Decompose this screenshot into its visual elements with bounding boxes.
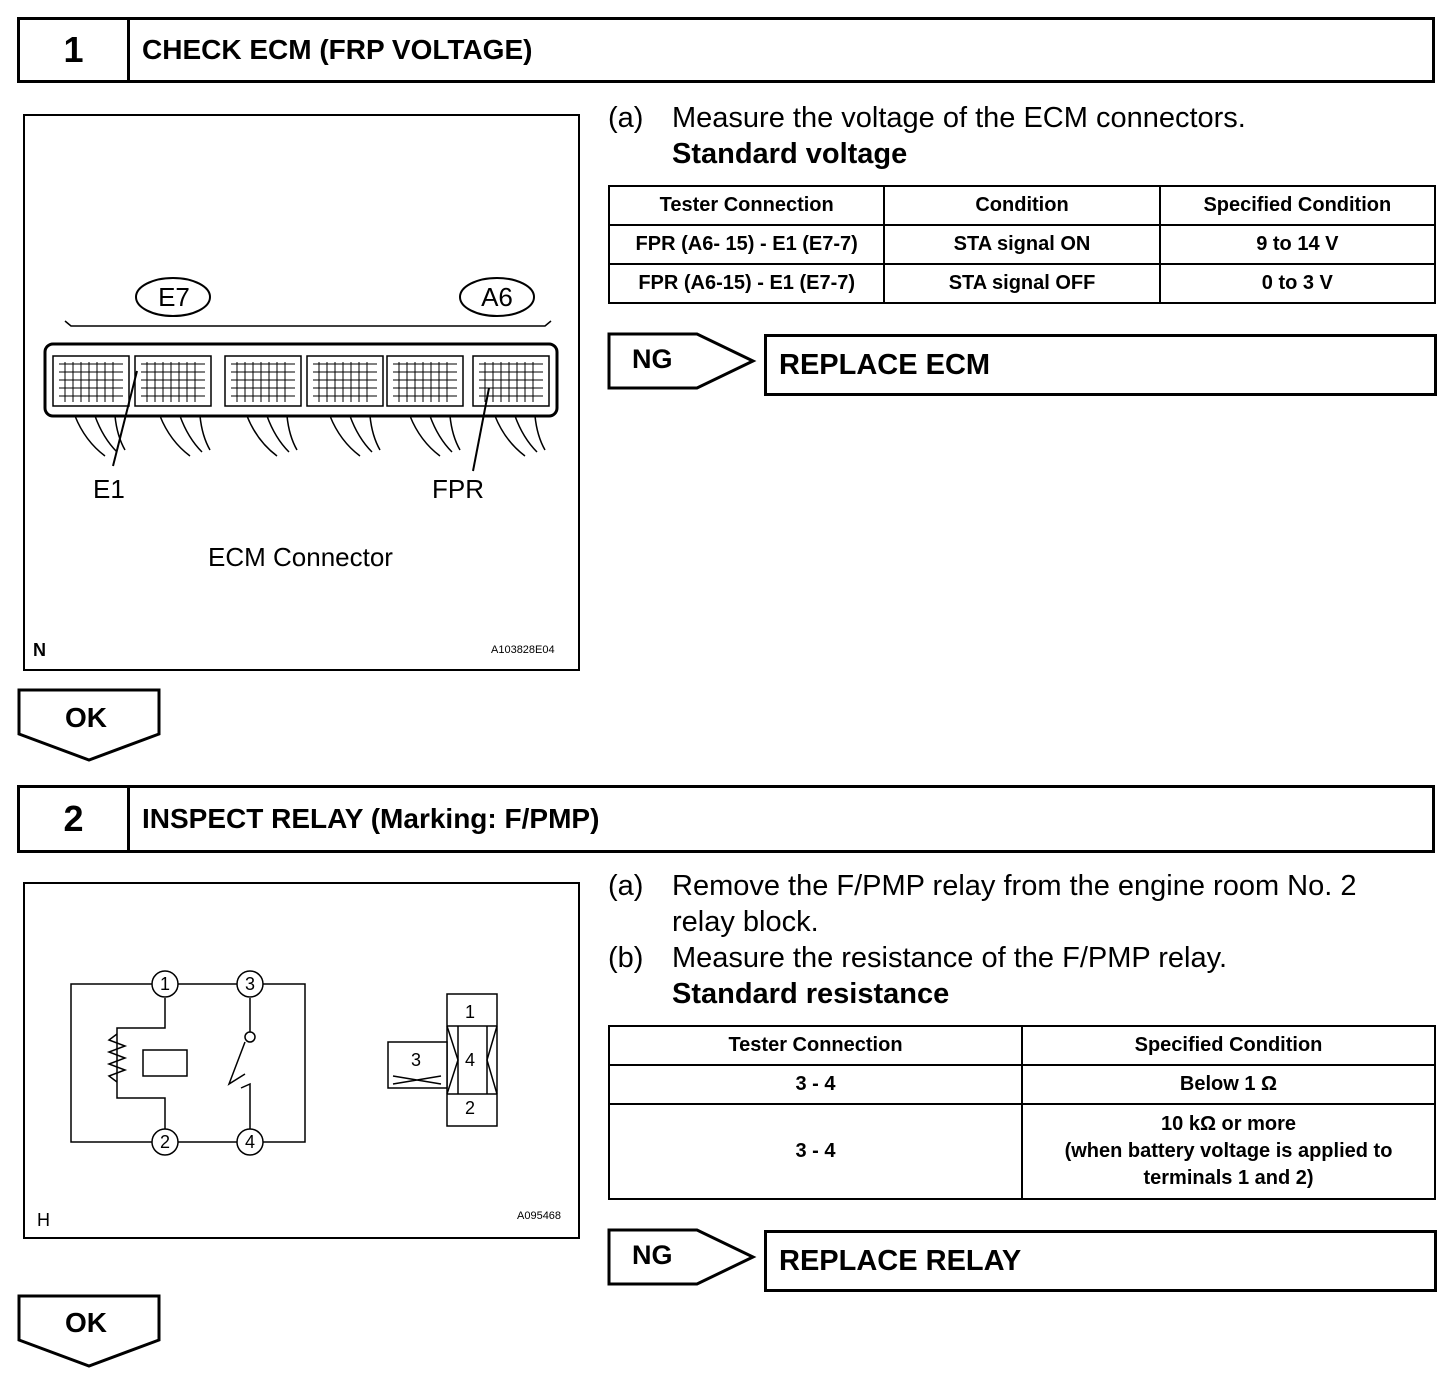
ok-arrow-icon: [17, 1294, 161, 1368]
figure-code: A095468: [517, 1210, 562, 1222]
figure-corner-mark: H: [37, 1210, 50, 1230]
voltage-spec-table: Tester Connection Condition Specified Co…: [607, 185, 1437, 304]
connector-label-a6: A6: [481, 282, 513, 312]
pin-1-label: 1: [465, 1002, 476, 1022]
step-title: INSPECT RELAY (Marking: F/PMP): [142, 803, 600, 834]
table-cell: 9 to 14 V: [1158, 224, 1437, 265]
table-header-row: Tester Connection Specified Condition: [607, 1025, 1436, 1066]
replace-ecm-box: REPLACE ECM: [764, 334, 1437, 396]
instruction-b-text: Measure the resistance of the F/PMP rela…: [672, 942, 1228, 974]
table-cell: 10 kΩ or more (when battery voltage is a…: [1021, 1103, 1436, 1200]
terminal-1-label: 1: [159, 974, 170, 994]
figure-corner-mark: N: [33, 640, 46, 660]
pin-3-label: 3: [411, 1050, 422, 1070]
table-cell: Below 1 Ω: [1021, 1064, 1436, 1105]
connector-label-e7: E7: [158, 282, 190, 312]
figure-code: A103828E04: [491, 644, 555, 656]
ng-arrow-icon: [607, 1228, 757, 1286]
ecm-connector-diagram: [43, 277, 559, 472]
pin-label-e1: E1: [93, 474, 125, 504]
ng-label: NG: [632, 1240, 673, 1270]
table-cell: STA signal ON: [883, 224, 1161, 265]
ng-arrow-icon: [607, 332, 757, 390]
terminal-4-label: 4: [244, 1132, 255, 1152]
table-cell: 3 - 4: [607, 1064, 1024, 1105]
table-cell-line: terminals 1 and 2): [1143, 1167, 1314, 1189]
step-number: 1: [20, 20, 130, 80]
table-cell: FPR (A6- 15) - E1 (E7-7): [607, 224, 886, 265]
table-row: 3 - 4 10 kΩ or more (when battery voltag…: [607, 1103, 1436, 1200]
pin-2-label: 2: [465, 1098, 476, 1118]
pin-4-label: 4: [465, 1050, 476, 1070]
step-number: 2: [20, 788, 130, 850]
instruction-a-text: Measure the voltage of the ECM connector…: [672, 102, 1246, 134]
pin-label-fpr: FPR: [432, 474, 484, 504]
replace-relay-box: REPLACE RELAY: [764, 1230, 1437, 1292]
ng-label: NG: [632, 344, 673, 374]
instruction-a-text-cont: relay block.: [672, 906, 819, 938]
instruction-a-text: Remove the F/PMP relay from the engine r…: [672, 870, 1357, 902]
figure-caption: ECM Connector: [208, 542, 393, 572]
table-header-row: Tester Connection Condition Specified Co…: [607, 185, 1437, 226]
step-1-instructions: (a) Measure the voltage of the ECM conne…: [608, 100, 1438, 180]
terminal-3-label: 3: [244, 974, 255, 994]
table-header: Specified Condition: [1021, 1025, 1436, 1066]
instruction-a-label: (a): [608, 870, 644, 902]
terminal-2-label: 2: [159, 1132, 170, 1152]
table-header: Tester Connection: [607, 1025, 1024, 1066]
table-header: Tester Connection: [607, 185, 886, 226]
step-title: CHECK ECM (FRP VOLTAGE): [142, 34, 533, 65]
standard-voltage-label: Standard voltage: [672, 138, 908, 170]
ok-label: OK: [65, 1307, 107, 1338]
table-row: FPR (A6-15) - E1 (E7-7) STA signal OFF 0…: [607, 263, 1437, 304]
step-2-instructions: (a) Remove the F/PMP relay from the engi…: [608, 868, 1438, 1018]
ok-arrow-icon: [17, 688, 161, 762]
instruction-a-label: (a): [608, 102, 644, 134]
ok-label: OK: [65, 702, 107, 733]
table-cell: 3 - 4: [607, 1103, 1024, 1200]
step-2-header: 2 INSPECT RELAY (Marking: F/PMP): [17, 785, 1435, 853]
table-cell-line: 10 kΩ or more: [1161, 1113, 1296, 1135]
instruction-b-label: (b): [608, 942, 644, 974]
table-cell: STA signal OFF: [883, 263, 1161, 304]
table-row: FPR (A6- 15) - E1 (E7-7) STA signal ON 9…: [607, 224, 1437, 265]
relay-circuit-diagram: [70, 970, 498, 1156]
table-cell: FPR (A6-15) - E1 (E7-7): [607, 263, 886, 304]
table-header: Specified Condition: [1158, 185, 1437, 226]
table-row: 3 - 4 Below 1 Ω: [607, 1064, 1436, 1105]
table-cell: 0 to 3 V: [1158, 263, 1437, 304]
ecm-connector-figure: E7 A6 E1 FPR ECM Connector N A103828E04: [23, 114, 580, 671]
resistance-spec-table: Tester Connection Specified Condition 3 …: [607, 1025, 1436, 1200]
standard-resistance-label: Standard resistance: [672, 978, 950, 1010]
table-header: Condition: [883, 185, 1161, 226]
step-1-header: 1 CHECK ECM (FRP VOLTAGE): [17, 17, 1435, 83]
table-cell-line: (when battery voltage is applied to: [1064, 1140, 1393, 1162]
relay-figure: 1 3 2 4 1 2 3 4 H A095468: [23, 882, 580, 1239]
